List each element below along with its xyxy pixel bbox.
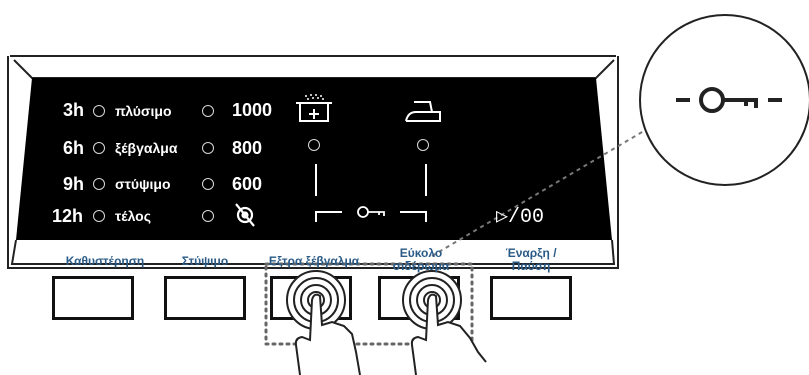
spin-speed-800: 800 xyxy=(232,138,262,159)
easy-iron-button-label: Εύκολο σιδέρωμα xyxy=(380,247,462,273)
spin-600-indicator xyxy=(202,178,214,190)
start-pause-button[interactable] xyxy=(490,276,572,320)
delay-button-label: Καθυστέρηση xyxy=(52,255,158,268)
touch-hand-icon xyxy=(403,271,486,375)
spin-button-label: Στύψιμο xyxy=(164,255,246,268)
status-end-label: τέλος xyxy=(115,208,151,224)
status-spin-label: στύψιμο xyxy=(115,176,171,192)
delay-6h-label: 6h xyxy=(63,138,84,159)
spin-1000-indicator xyxy=(202,105,214,117)
extra-rinse-indicator xyxy=(308,139,320,151)
spin-button[interactable] xyxy=(164,276,246,320)
status-rinse-label: ξέβγαλμα xyxy=(115,140,177,156)
delay-6h-indicator xyxy=(93,142,105,154)
start-pause-display: ▷/00 xyxy=(496,203,544,229)
delay-9h-indicator xyxy=(93,178,105,190)
delay-12h-label: 12h xyxy=(52,206,83,227)
delay-12h-indicator xyxy=(93,210,105,222)
start-pause-button-label: Έναρξη / Παύση xyxy=(490,247,572,273)
spin-800-indicator xyxy=(202,142,214,154)
delay-3h-label: 3h xyxy=(63,100,84,121)
status-wash-label: πλύσιμο xyxy=(115,103,172,119)
delay-3h-indicator xyxy=(93,105,105,117)
delay-9h-label: 9h xyxy=(63,174,84,195)
easy-iron-indicator xyxy=(417,139,429,151)
touch-hand-icon xyxy=(287,271,360,375)
delay-button[interactable] xyxy=(52,276,134,320)
extra-rinse-button-label: Εξτρα ξέβγαλμα xyxy=(252,255,376,268)
spin-speed-600: 600 xyxy=(232,174,262,195)
spin-speed-1000: 1000 xyxy=(232,100,272,121)
no-spin-indicator xyxy=(202,210,214,222)
